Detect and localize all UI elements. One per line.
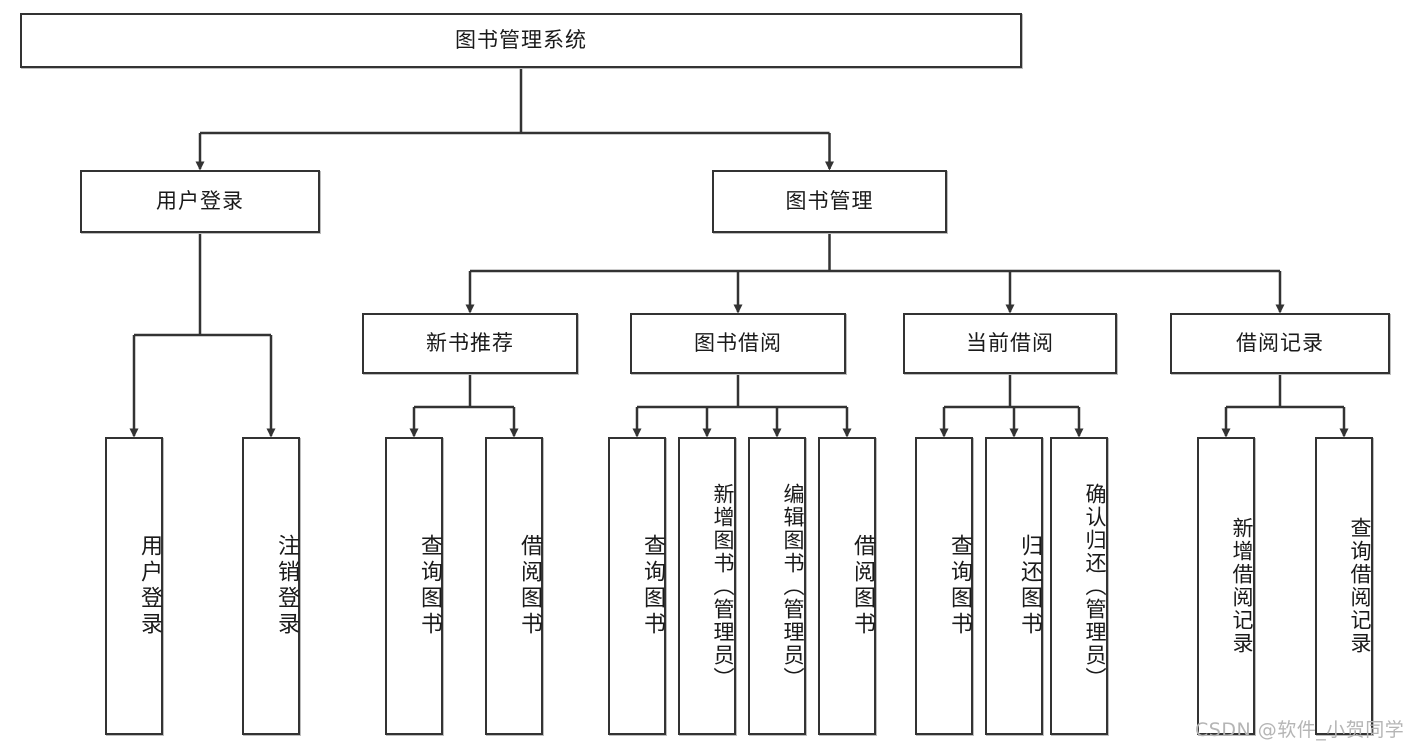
node-c-return[interactable]: 归还图书 bbox=[985, 437, 1043, 735]
node-label: 借阅图书 bbox=[517, 534, 542, 638]
node-label: 借阅记录 bbox=[1236, 330, 1324, 355]
node-r-query[interactable]: 查询借阅记录 bbox=[1315, 437, 1373, 735]
node-login[interactable]: 用户登录 bbox=[80, 170, 320, 233]
node-bookmgmt[interactable]: 图书管理 bbox=[712, 170, 947, 233]
node-label: 图书借阅 bbox=[694, 330, 782, 355]
node-l-logout[interactable]: 注销登录 bbox=[242, 437, 300, 735]
node-label: 新书推荐 bbox=[426, 330, 514, 355]
node-label: 图书管理 bbox=[785, 188, 874, 213]
node-label: 当前借阅 bbox=[966, 330, 1054, 355]
node-l-login[interactable]: 用户登录 bbox=[105, 437, 163, 735]
node-current[interactable]: 当前借阅 bbox=[903, 313, 1117, 374]
node-label: 查询图书 bbox=[640, 534, 665, 638]
node-label: 编辑图书（管理员） bbox=[781, 482, 805, 690]
edge-group bbox=[129, 68, 1349, 438]
node-r-add[interactable]: 新增借阅记录 bbox=[1197, 437, 1255, 735]
node-label: 用户登录 bbox=[137, 534, 162, 638]
node-label: 用户登录 bbox=[156, 188, 244, 213]
node-label: 注销登录 bbox=[274, 534, 299, 638]
node-label: 查询图书 bbox=[417, 534, 442, 638]
node-c-query[interactable]: 查询图书 bbox=[915, 437, 973, 735]
node-c-confirm[interactable]: 确认归还（管理员） bbox=[1050, 437, 1108, 735]
node-b-add[interactable]: 新增图书（管理员） bbox=[678, 437, 736, 735]
node-records[interactable]: 借阅记录 bbox=[1170, 313, 1390, 374]
node-n-query[interactable]: 查询图书 bbox=[385, 437, 443, 735]
node-label: 新增图书（管理员） bbox=[711, 482, 735, 690]
node-borrow[interactable]: 图书借阅 bbox=[630, 313, 846, 374]
node-n-borrow[interactable]: 借阅图书 bbox=[485, 437, 543, 735]
node-label: 图书管理系统 bbox=[455, 27, 587, 52]
node-label: 查询图书 bbox=[947, 534, 972, 638]
node-newbook[interactable]: 新书推荐 bbox=[362, 313, 578, 374]
node-label: 确认归还（管理员） bbox=[1083, 482, 1107, 690]
node-b-query[interactable]: 查询图书 bbox=[608, 437, 666, 735]
node-label: 借阅图书 bbox=[850, 534, 875, 638]
node-root[interactable]: 图书管理系统 bbox=[20, 13, 1022, 68]
node-label: 归还图书 bbox=[1017, 534, 1042, 638]
node-label: 新增借阅记录 bbox=[1230, 517, 1254, 655]
node-b-lend[interactable]: 借阅图书 bbox=[818, 437, 876, 735]
node-b-edit[interactable]: 编辑图书（管理员） bbox=[748, 437, 806, 735]
node-label: 查询借阅记录 bbox=[1348, 517, 1372, 655]
